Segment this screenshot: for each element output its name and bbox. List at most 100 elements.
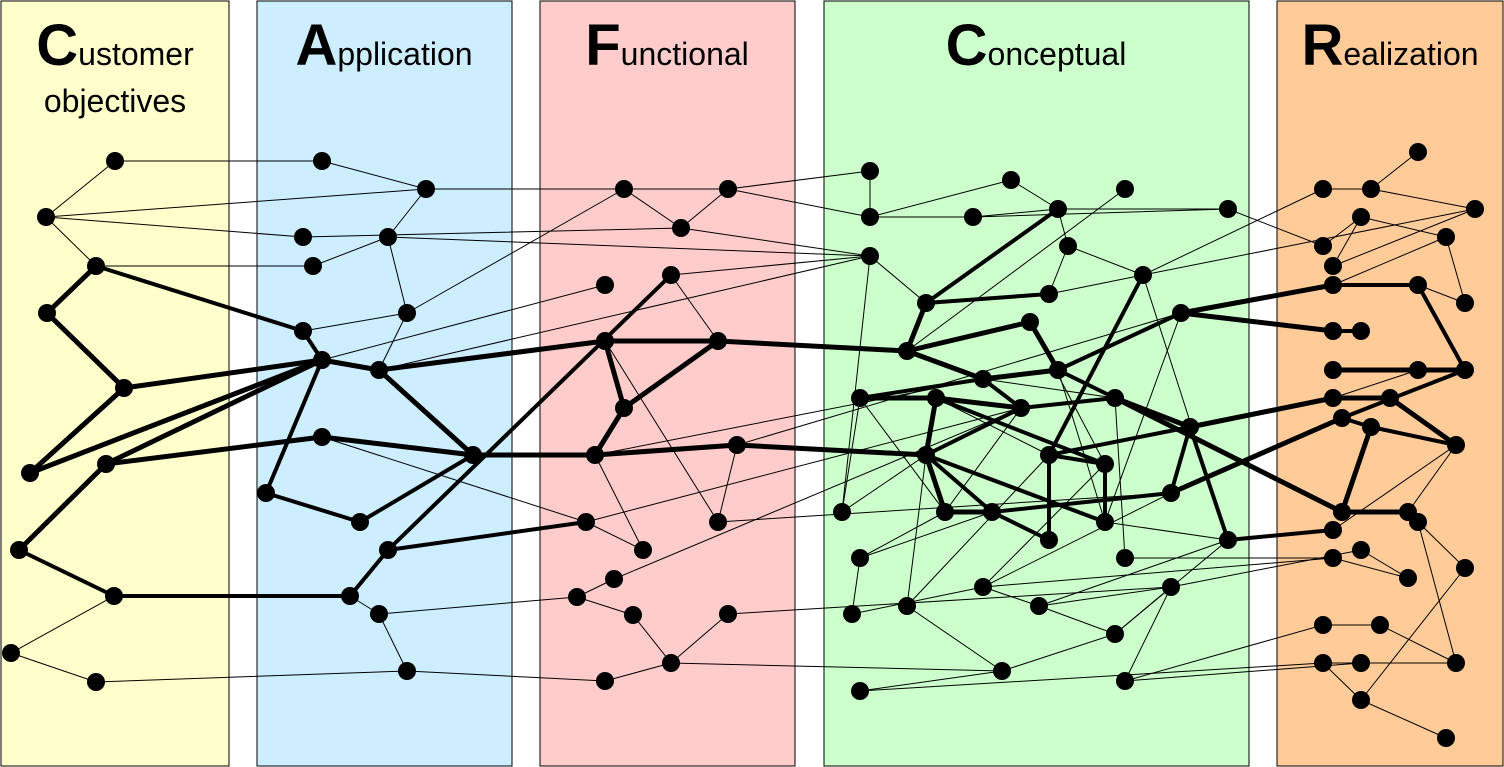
link-edge (1038, 586, 1172, 607)
link-edge (982, 378, 1116, 399)
strong-link-edge (980, 367, 1061, 382)
graph-node (1466, 200, 1484, 218)
graph-node (1172, 304, 1190, 322)
title-customer: Customer (36, 13, 194, 78)
strong-link-edge (386, 273, 673, 552)
link-edge (1360, 567, 1466, 701)
graph-node (851, 549, 869, 567)
graph-node (1096, 455, 1114, 473)
graph-node (605, 570, 623, 588)
link-edge (982, 492, 1172, 588)
link-edge (1067, 245, 1144, 276)
link-edge (594, 378, 984, 456)
link-edge (604, 662, 672, 682)
link-edge (1057, 369, 1106, 523)
graph-node (1352, 208, 1370, 226)
strong-link-edge (924, 453, 994, 514)
graph-node (1012, 399, 1030, 417)
graph-node (257, 484, 275, 502)
graph-node (1409, 143, 1427, 161)
link-edge (717, 444, 738, 523)
graph-node (568, 588, 586, 606)
link-edge (10, 652, 97, 683)
graph-node (1181, 418, 1199, 436)
link-edge (1407, 444, 1457, 513)
link-edge (982, 557, 1334, 588)
strong-link-edge (592, 405, 627, 458)
graph-node (1040, 285, 1058, 303)
graph-node (313, 428, 331, 446)
graph-node (1162, 484, 1180, 502)
link-edge (387, 188, 427, 238)
graph-node (964, 208, 982, 226)
strong-link-edge (27, 357, 325, 476)
link-edge (982, 463, 1106, 588)
link-edge (378, 596, 578, 615)
column-application (256, 0, 513, 767)
link-edge (1048, 274, 1144, 295)
graph-node (709, 513, 727, 531)
link-edge (1332, 369, 1419, 399)
graph-node (37, 208, 55, 226)
graph-node (1381, 389, 1399, 407)
graph-node (596, 276, 614, 294)
graph-node (1371, 616, 1389, 634)
graph-node (417, 180, 435, 198)
link-edge (45, 216, 97, 267)
graph-node (662, 654, 680, 672)
link-edge (670, 662, 1003, 672)
graph-node (1096, 513, 1114, 531)
graph-node (1456, 294, 1474, 312)
strong-link-edge (358, 453, 475, 524)
strong-link-edge (44, 310, 127, 391)
column-functional (539, 0, 796, 767)
link-edge (321, 436, 587, 523)
graph-node (1314, 237, 1332, 255)
strong-link-edge (1187, 395, 1336, 430)
link-edge (869, 255, 927, 304)
graph-node (672, 219, 690, 237)
graph-node (861, 208, 879, 226)
strong-link-edge (1416, 283, 1467, 372)
link-edge (1038, 539, 1229, 607)
link-edge (1417, 521, 1466, 569)
strong-link-edge (1188, 425, 1230, 542)
graph-node (341, 587, 359, 605)
graph-node (1437, 729, 1455, 747)
strong-link-edge (348, 548, 390, 598)
graph-node (106, 152, 124, 170)
graph-node (1333, 503, 1351, 521)
link-edge (406, 188, 625, 314)
column-conceptual (823, 0, 1250, 767)
graph-node (1409, 513, 1427, 531)
graph-node (1362, 180, 1380, 198)
link-edge (10, 595, 115, 654)
graph-node (719, 180, 737, 198)
graph-node (1059, 237, 1077, 255)
link-edge (1445, 236, 1466, 304)
link-edge (387, 236, 871, 257)
graph-node (1456, 559, 1474, 577)
strong-link-edge (924, 207, 1060, 305)
graph-node (974, 578, 992, 596)
graph-node (709, 332, 727, 350)
strong-link-edge (386, 520, 588, 552)
graph-node (624, 606, 642, 624)
link-edge (736, 312, 1182, 446)
link-edge (406, 670, 606, 682)
link-edge (1370, 188, 1476, 210)
link-edge (45, 216, 304, 238)
graph-node (1324, 276, 1342, 294)
graph-node (1352, 322, 1370, 340)
link-edge (841, 454, 927, 513)
graph-node (1333, 409, 1351, 427)
graph-node (1002, 171, 1020, 189)
link-edge (1124, 624, 1324, 682)
graph-node (1324, 549, 1342, 567)
link-edge (378, 255, 871, 371)
graph-node (398, 304, 416, 322)
strong-link-edge (264, 491, 362, 524)
link-edge (1142, 208, 1476, 276)
title-functional: Functional (585, 13, 749, 78)
strong-link-edge (44, 263, 99, 316)
